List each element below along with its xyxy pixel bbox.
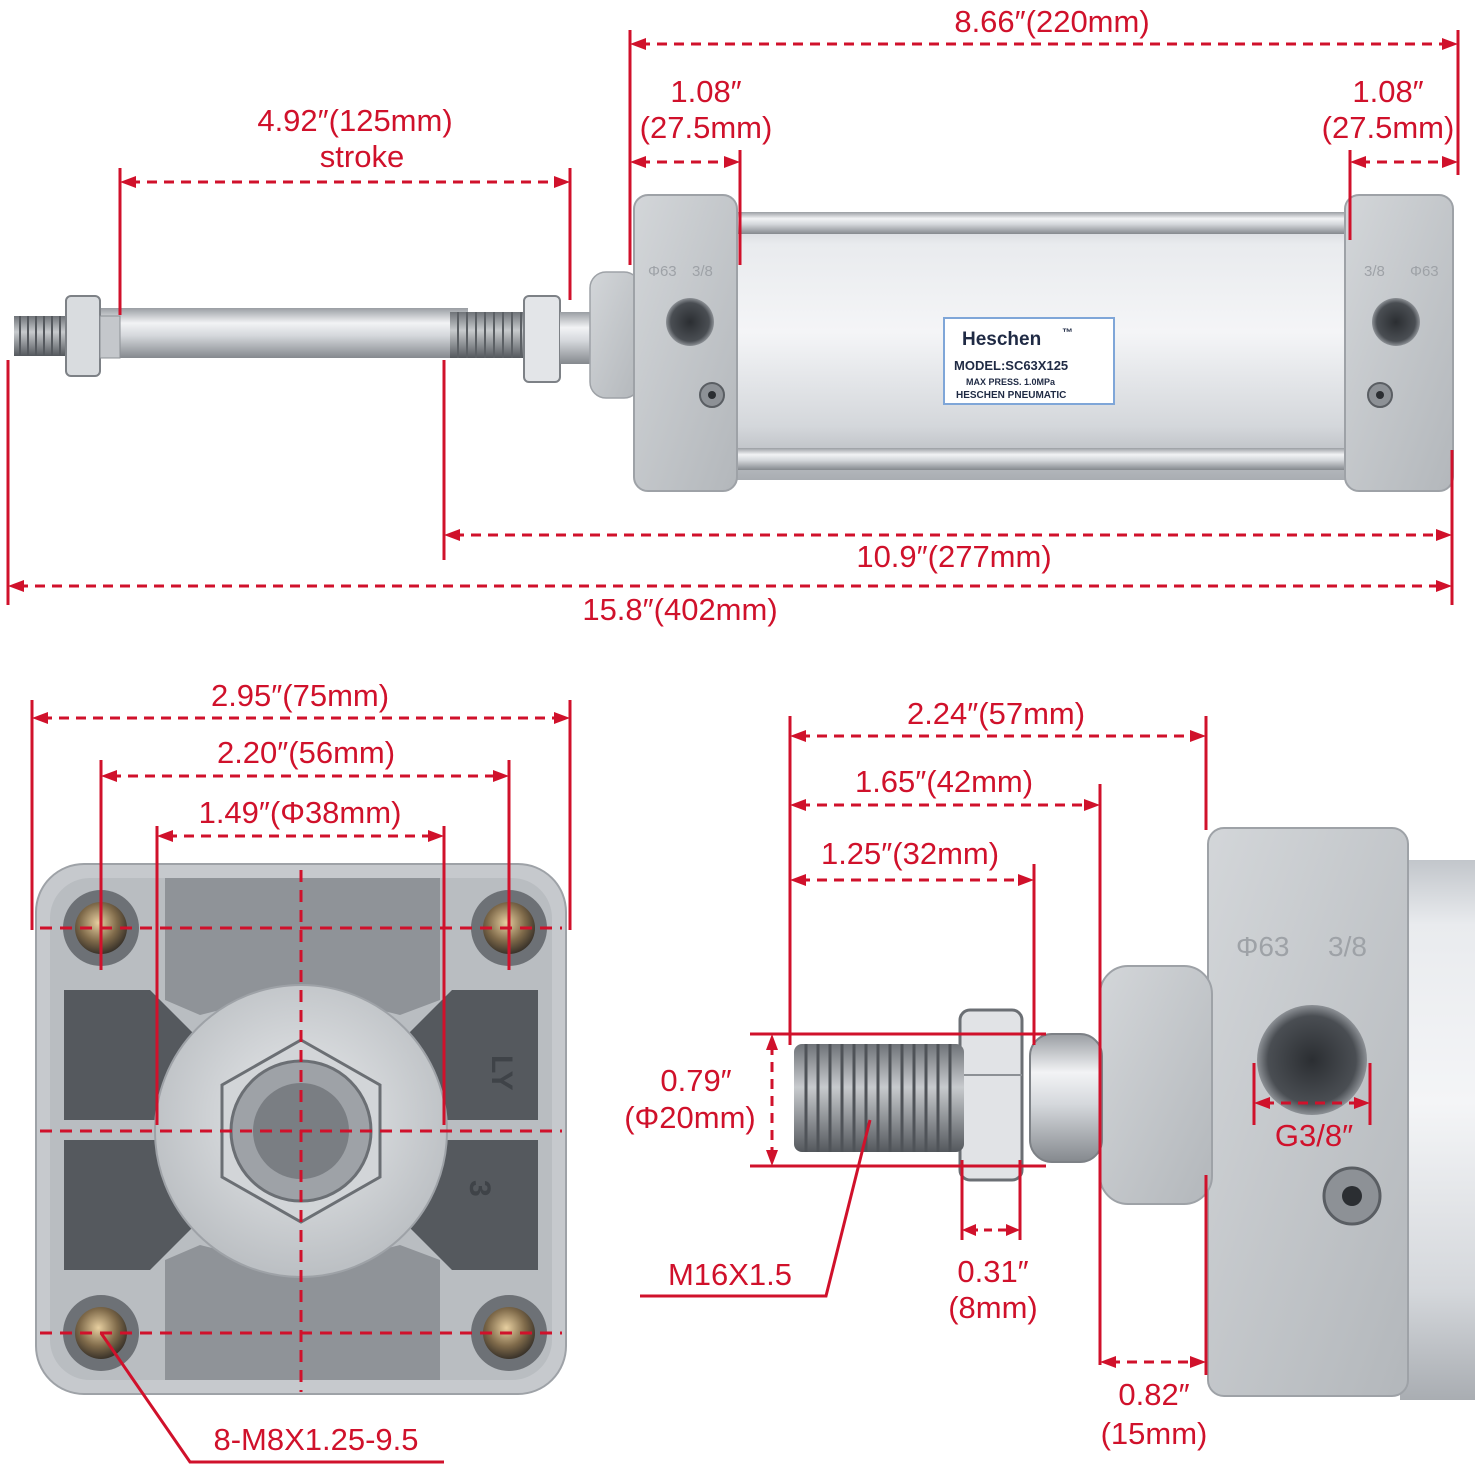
label-trademark: ™ — [1062, 327, 1073, 339]
end-face-view: LY 3 — [35, 863, 567, 1395]
label-brand: Heschen — [962, 329, 1041, 350]
dim-rod-thread: M16X1.5 — [668, 1257, 792, 1292]
dim-mount-threads: 8-M8X1.25-9.5 — [213, 1422, 418, 1457]
front-air-port — [666, 298, 714, 346]
detail-port-mark: 3/8 — [1328, 931, 1367, 962]
dim-end-cap-right-mm: (27.5mm) — [1322, 110, 1455, 145]
detail-rod-collar — [1029, 1033, 1103, 1163]
dim-total-body: 8.66″(220mm) — [954, 4, 1149, 39]
dim-thread-diameter: 0.79″ — [660, 1063, 731, 1098]
dim-end-cap-left: 1.08″ — [670, 74, 741, 109]
product-label: Heschen ™ MODEL:SC63X125 MAX PRESS. 1.0M… — [943, 317, 1115, 405]
rear-air-port — [1372, 298, 1420, 346]
dim-port-thread: G3/8″ — [1275, 1118, 1353, 1153]
end-face-arrowheads — [32, 712, 570, 842]
front-boss — [589, 271, 641, 399]
detail-air-port — [1257, 1005, 1367, 1115]
dim-thread-diameter-mm: (Φ20mm) — [624, 1100, 756, 1135]
rod-end-thread-ridges — [19, 316, 61, 356]
rod-end-detail: Φ63 3/8 — [794, 827, 1475, 1400]
face-mark-right: 3 — [463, 1180, 496, 1197]
side-view-dimensions — [6, 30, 1460, 605]
dim-bolt-spacing: 2.20″(56mm) — [217, 735, 395, 770]
detail-bore-mark: Φ63 — [1236, 931, 1289, 962]
pocket-top — [165, 878, 440, 1015]
face-mark-left: LY — [485, 1055, 518, 1091]
dim-end-cap-right: 1.08″ — [1352, 74, 1423, 109]
label-model: MODEL:SC63X125 — [954, 358, 1068, 373]
rod-end-arrowheads — [766, 730, 1370, 1368]
tie-rod-top — [735, 212, 1355, 234]
rear-cap-bore-mark: Φ63 — [1410, 263, 1439, 280]
dim-stroke-label: stroke — [320, 139, 404, 174]
dim-flange-width: 2.95″(75mm) — [211, 678, 389, 713]
front-cap-port-mark: 3/8 — [692, 263, 713, 280]
dim-nut-thickness: 0.31″ — [957, 1254, 1028, 1289]
dim-end-cap-left-mm: (27.5mm) — [640, 110, 773, 145]
piston-rod — [96, 308, 468, 358]
dim-rod-to-head: 2.24″(57mm) — [907, 696, 1085, 731]
front-cap-bore-mark: Φ63 — [648, 263, 677, 280]
dim-extended-length: 15.8″(402mm) — [582, 592, 777, 627]
side-view: Φ63 3/8 3/8 Φ63 Heschen ™ MODEL:SC63X125… — [14, 194, 1454, 492]
side-view-arrowheads — [8, 38, 1458, 592]
dim-boss-diameter: 1.49″(Φ38mm) — [199, 795, 402, 830]
dim-retracted-length: 10.9″(277mm) — [856, 539, 1051, 574]
end-face-dimensions — [30, 700, 572, 1464]
tie-rod-bottom — [735, 448, 1355, 470]
dim-stroke: 4.92″(125mm) — [257, 103, 452, 138]
dim-thread-length: 1.25″(32mm) — [821, 836, 999, 871]
rod-end-nut — [65, 295, 101, 377]
label-pressure: MAX PRESS. 1.0MPa — [966, 377, 1056, 387]
label-maker: HESCHEN PNEUMATIC — [956, 390, 1066, 401]
rod-lock-nut — [523, 295, 561, 383]
detail-boss — [1099, 965, 1213, 1205]
dim-nut-thickness-mm: (8mm) — [948, 1290, 1038, 1325]
rod-thread — [450, 312, 530, 358]
rod-end-dimensions — [640, 716, 1372, 1375]
dim-rod-to-boss: 1.65″(42mm) — [855, 764, 1033, 799]
dim-boss-length: 0.82″ — [1118, 1377, 1189, 1412]
dim-boss-length-mm: (15mm) — [1101, 1416, 1208, 1451]
rear-cap-port-mark: 3/8 — [1364, 263, 1385, 280]
